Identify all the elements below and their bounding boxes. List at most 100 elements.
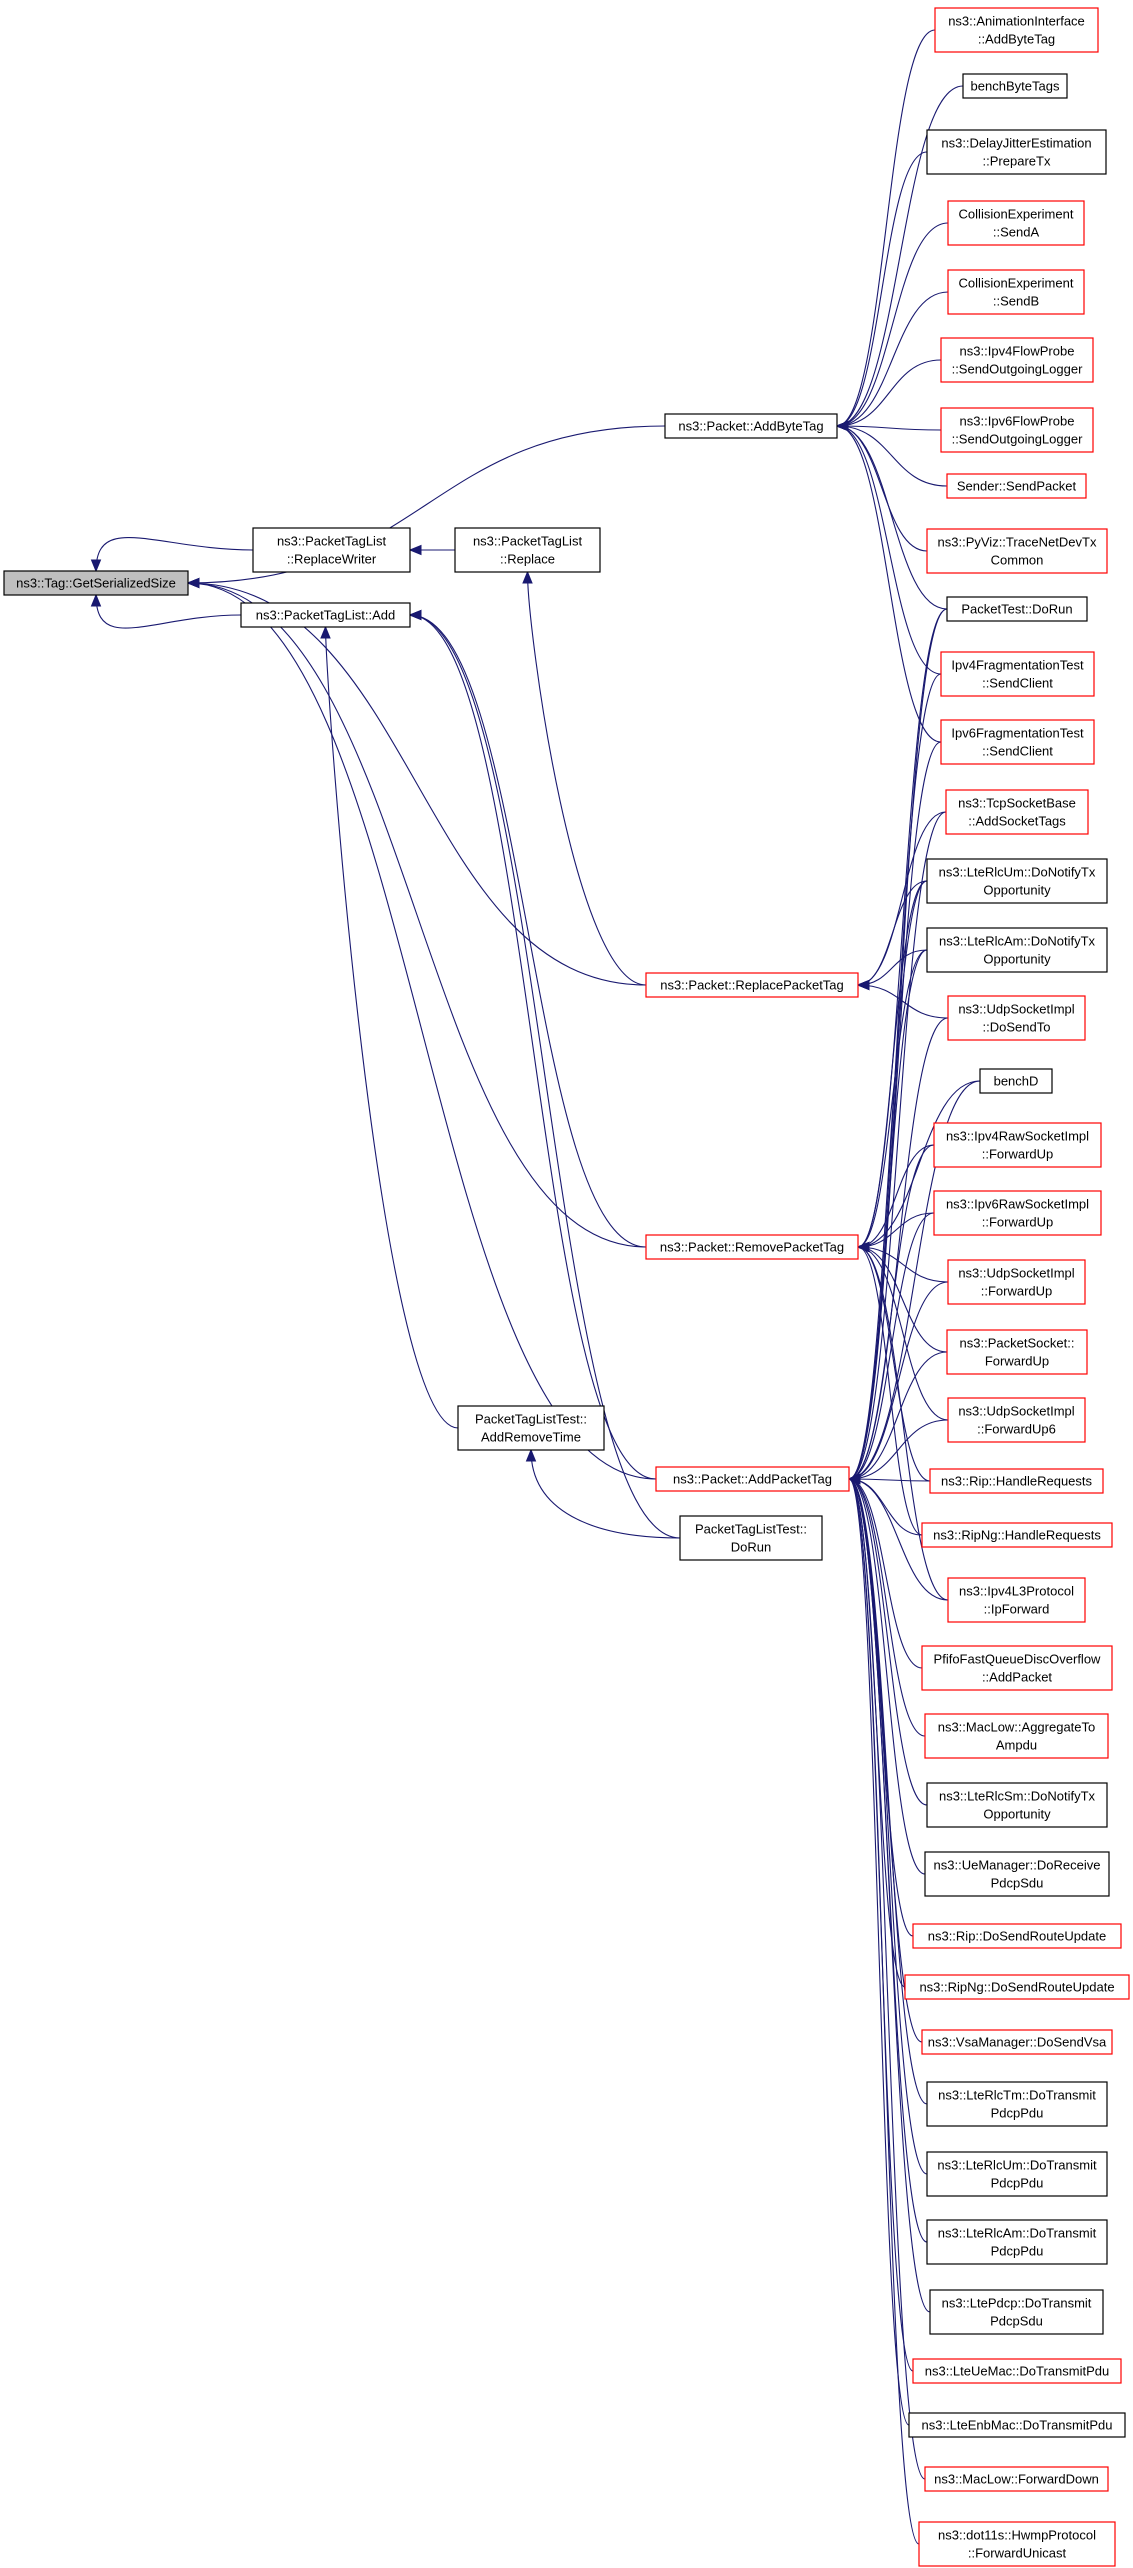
node-label: ::SendOutgoingLogger	[952, 432, 1083, 447]
node-c-ipv6raw[interactable]: ns3::Ipv6RawSocketImpl::ForwardUp	[933, 1190, 1102, 1236]
edge-line	[187, 582, 647, 986]
node-c-ipv6flow[interactable]: ns3::Ipv6FlowProbe::SendOutgoingLogger	[940, 407, 1094, 453]
node-c-ipv4l3[interactable]: ns3::Ipv4L3Protocol::IpForward	[947, 1577, 1086, 1623]
node-c-udpfwd6[interactable]: ns3::UdpSocketImpl::ForwardUp6	[947, 1397, 1086, 1443]
edge-line	[409, 614, 681, 1539]
edge-ptlt_dorun-to-ptlt_addremovetime	[525, 1448, 681, 1539]
node-label: ns3::LteRlcAm::DoTransmit	[938, 2226, 1097, 2241]
node-label: ns3::Ipv4FlowProbe	[960, 344, 1075, 359]
node-c-pktsock[interactable]: ns3::PacketSocket::ForwardUp	[946, 1329, 1088, 1375]
node-c-vsa[interactable]: ns3::VsaManager::DoSendVsa	[921, 2029, 1113, 2055]
edge-line	[848, 811, 947, 1480]
node-box	[924, 1851, 1110, 1897]
node-c-ipv4frag[interactable]: Ipv4FragmentationTest::SendClient	[940, 651, 1095, 697]
edge-line	[836, 425, 948, 610]
edge-c_lterlcum_pdcp-to-p_addpackettag	[847, 1473, 928, 2175]
node-c-ipv4raw[interactable]: ns3::Ipv4RawSocketImpl::ForwardUp	[933, 1122, 1102, 1168]
node-label: ns3::dot11s::HwmpProtocol	[938, 2528, 1096, 2543]
node-c-macfwd[interactable]: ns3::MacLow::ForwardDown	[924, 2466, 1109, 2492]
node-label: ns3::UeManager::DoReceive	[934, 1858, 1101, 1873]
node-c-delayjitter[interactable]: ns3::DelayJitterEstimation::PrepareTx	[926, 129, 1107, 175]
edge-line	[857, 880, 928, 1248]
graph-nodes: ns3::Tag::GetSerializedSizens3::PacketTa…	[3, 7, 1130, 2567]
edge-c_anim-to-p_addbytetag	[835, 29, 936, 432]
node-ptl-replace[interactable]: ns3::PacketTagList::Replace	[454, 527, 601, 573]
edge-arrowhead	[856, 979, 870, 991]
edge-line	[836, 29, 936, 427]
node-label: ns3::TcpSocketBase	[958, 796, 1076, 811]
node-label: Ipv6FragmentationTest	[951, 726, 1084, 741]
node-c-udpsendto[interactable]: ns3::UdpSocketImpl::DoSendTo	[947, 995, 1086, 1041]
node-label: ::Replace	[500, 552, 555, 567]
node-c-udpfwd[interactable]: ns3::UdpSocketImpl::ForwardUp	[947, 1259, 1086, 1305]
edge-line	[848, 1478, 931, 1482]
node-label: ::SendClient	[982, 676, 1053, 691]
node-c-sender[interactable]: Sender::SendPacket	[946, 473, 1087, 499]
edge-arrowhead	[320, 625, 331, 639]
node-box	[947, 200, 1085, 246]
node-c-ripsend[interactable]: ns3::Rip::DoSendRouteUpdate	[912, 1923, 1122, 1949]
edge-ptl_add-to-root	[90, 593, 242, 629]
node-c-tcpsock[interactable]: ns3::TcpSocketBase::AddSocketTags	[945, 789, 1089, 835]
edge-line	[187, 582, 647, 1248]
edge-line	[836, 425, 948, 487]
node-c-pfifo[interactable]: PfifoFastQueueDiscOverflow::AddPacket	[921, 1645, 1113, 1691]
node-c-ripngsend[interactable]: ns3::RipNg::DoSendRouteUpdate	[904, 1974, 1130, 2000]
node-box	[912, 1923, 1122, 1949]
edge-arrowhead	[525, 1448, 537, 1462]
node-c-lteenbmac[interactable]: ns3::LteEnbMac::DoTransmitPdu	[908, 2412, 1126, 2438]
node-c-lteuemac[interactable]: ns3::LteUeMac::DoTransmitPdu	[912, 2358, 1122, 2384]
edge-line	[409, 614, 647, 1248]
node-c-ipv6frag[interactable]: Ipv6FragmentationTest::SendClient	[940, 719, 1095, 765]
node-ptlt-addremovetime[interactable]: PacketTagListTest::AddRemoveTime	[457, 1405, 605, 1451]
node-box	[679, 1515, 823, 1561]
node-label: ::ReplaceWriter	[287, 552, 377, 567]
node-c-riphandle[interactable]: ns3::Rip::HandleRequests	[929, 1468, 1104, 1494]
node-c-benchbyte[interactable]: benchByteTags	[962, 73, 1068, 99]
node-c-ripnghandle[interactable]: ns3::RipNg::HandleRequests	[921, 1522, 1113, 1548]
node-p-replacepackettag[interactable]: ns3::Packet::ReplacePacketTag	[645, 972, 859, 998]
node-c-hwmp[interactable]: ns3::dot11s::HwmpProtocol::ForwardUnicas…	[918, 2521, 1116, 2567]
node-label: ::AddSocketTags	[968, 814, 1066, 829]
node-c-packettest[interactable]: PacketTest::DoRun	[946, 596, 1088, 622]
node-box	[945, 789, 1089, 835]
node-label: ns3::PyViz::TraceNetDevTx	[938, 535, 1097, 550]
edge-c_ipv6raw-to-p_addpackettag	[847, 1212, 935, 1485]
node-c-anim[interactable]: ns3::AnimationInterface::AddByteTag	[934, 7, 1099, 53]
node-c-ipv4flow[interactable]: ns3::Ipv4FlowProbe::SendOutgoingLogger	[940, 337, 1094, 383]
node-root[interactable]: ns3::Tag::GetSerializedSize	[3, 570, 189, 596]
node-p-removepackettag[interactable]: ns3::Packet::RemovePacketTag	[645, 1234, 859, 1260]
node-ptlt-dorun[interactable]: PacketTagListTest::DoRun	[679, 1515, 823, 1561]
edge-c_riphandle-to-p_removepackettag	[856, 1241, 931, 1482]
node-c-benchD[interactable]: benchD	[979, 1068, 1053, 1094]
edge-line	[848, 1281, 949, 1480]
node-p-addpackettag[interactable]: ns3::Packet::AddPacketTag	[655, 1466, 850, 1492]
node-label: PdcpPdu	[991, 2244, 1044, 2259]
edge-arrowhead	[186, 577, 200, 589]
node-label: ns3::LtePdcp::DoTransmit	[942, 2296, 1092, 2311]
node-ptl-replacewriter[interactable]: ns3::PacketTagList::ReplaceWriter	[252, 527, 411, 573]
node-label: ::PrepareTx	[983, 154, 1051, 169]
edge-arrowhead	[408, 544, 422, 556]
edge-p_replacepackettag-to-root	[186, 577, 647, 986]
node-c-collB[interactable]: CollisionExperiment::SendB	[947, 269, 1085, 315]
node-label: ::ForwardUp	[982, 1147, 1054, 1162]
node-label: ns3::Packet::AddByteTag	[678, 419, 823, 434]
node-c-collA[interactable]: CollisionExperiment::SendA	[947, 200, 1085, 246]
node-box	[929, 2289, 1104, 2335]
node-box	[926, 927, 1108, 973]
node-p-addbytetag[interactable]: ns3::Packet::AddByteTag	[664, 413, 838, 439]
node-label: ::AddPacket	[982, 1670, 1052, 1685]
node-ptl-add[interactable]: ns3::PacketTagList::Add	[240, 602, 411, 628]
